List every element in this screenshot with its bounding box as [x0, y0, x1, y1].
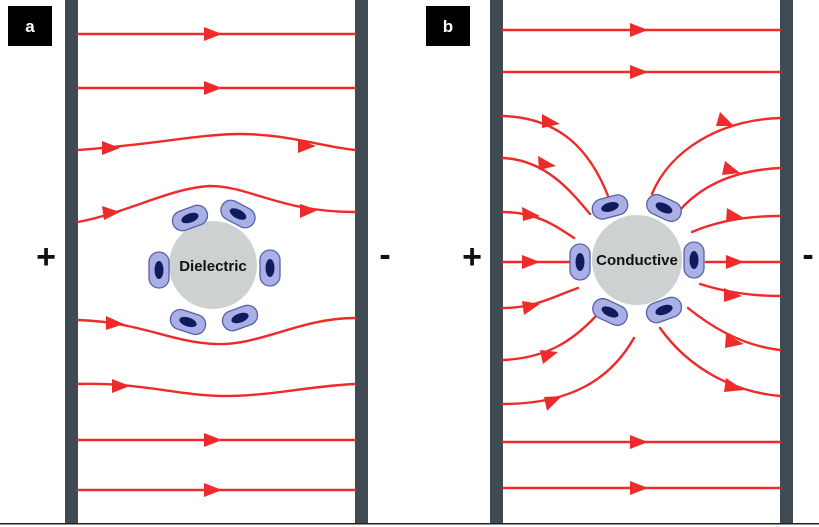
panel-b: b + - [426, 0, 814, 524]
cell-icon [645, 296, 683, 324]
field-line [76, 316, 357, 346]
arrow-icon [540, 350, 558, 364]
panel-b-positive-electrode [490, 0, 503, 524]
panel-b-tag: b [443, 17, 453, 36]
arrow-icon [542, 114, 560, 128]
panel-b-arrows [522, 23, 744, 495]
panel-a: a + - [8, 0, 391, 524]
arrow-icon [726, 208, 744, 222]
field-line [501, 314, 598, 362]
arrow-icon [722, 161, 740, 175]
arrow-icon [204, 27, 222, 41]
bottom-border [0, 523, 819, 525]
panel-a-negative-electrode [355, 0, 368, 524]
field-line [501, 210, 576, 240]
arrow-icon [544, 396, 562, 411]
field-line [501, 156, 592, 216]
field-line [650, 116, 782, 196]
arrow-icon [522, 301, 540, 315]
cell-icon [259, 249, 281, 287]
panel-b-particle: Conductive [569, 193, 705, 327]
dielectric-particle [169, 221, 257, 309]
cell-icon [220, 199, 256, 229]
cell-icon [569, 243, 591, 281]
arrow-icon [630, 481, 648, 495]
arrow-icon [112, 379, 130, 393]
conductive-particle [592, 215, 682, 305]
field-line [678, 166, 782, 212]
field-line [658, 326, 782, 398]
panel-a-arrows [102, 27, 318, 497]
arrow-icon [724, 288, 742, 302]
arrow-icon [102, 141, 120, 155]
cell-icon [683, 241, 705, 279]
field-line [501, 286, 580, 310]
arrow-icon [204, 433, 222, 447]
panel-a-particle: Dielectric [148, 199, 281, 336]
conductive-label: Conductive [596, 252, 678, 269]
cell-icon [171, 204, 209, 232]
panel-a-tag: a [25, 17, 35, 36]
field-line [698, 282, 782, 298]
field-line [501, 114, 610, 198]
cell-icon [592, 297, 628, 327]
arrow-icon [725, 334, 744, 348]
arrow-icon [716, 112, 734, 126]
field-line [686, 306, 782, 352]
arrow-icon [538, 156, 556, 170]
arrow-icon [204, 81, 222, 95]
field-line [76, 132, 357, 152]
arrow-icon [630, 435, 648, 449]
panel-b-negative-electrode [780, 0, 793, 524]
cell-icon [646, 193, 682, 223]
cell-icon [591, 194, 629, 220]
dielectric-label: Dielectric [179, 258, 247, 275]
arrow-icon [724, 378, 744, 392]
arrow-icon [630, 65, 648, 79]
panel-a-positive-sign: + [36, 238, 56, 276]
cell-icon [169, 308, 207, 336]
arrow-icon [106, 316, 124, 330]
cell-icon [221, 304, 259, 332]
arrow-icon [298, 139, 316, 153]
arrow-icon [726, 255, 744, 269]
arrow-icon [522, 207, 540, 221]
arrow-icon [204, 483, 222, 497]
arrow-icon [300, 204, 318, 218]
arrow-icon [522, 255, 540, 269]
arrow-icon [630, 23, 648, 37]
panel-a-negative-sign: - [379, 236, 390, 274]
field-line [76, 184, 357, 224]
panel-b-negative-sign: - [802, 236, 813, 274]
cell-icon [148, 251, 170, 289]
panel-b-tag-box [426, 6, 470, 46]
panel-b-positive-sign: + [462, 238, 482, 276]
panel-a-tag-box [8, 6, 52, 46]
field-line [501, 336, 636, 406]
arrow-icon [102, 206, 120, 220]
panel-a-positive-electrode [65, 0, 78, 524]
